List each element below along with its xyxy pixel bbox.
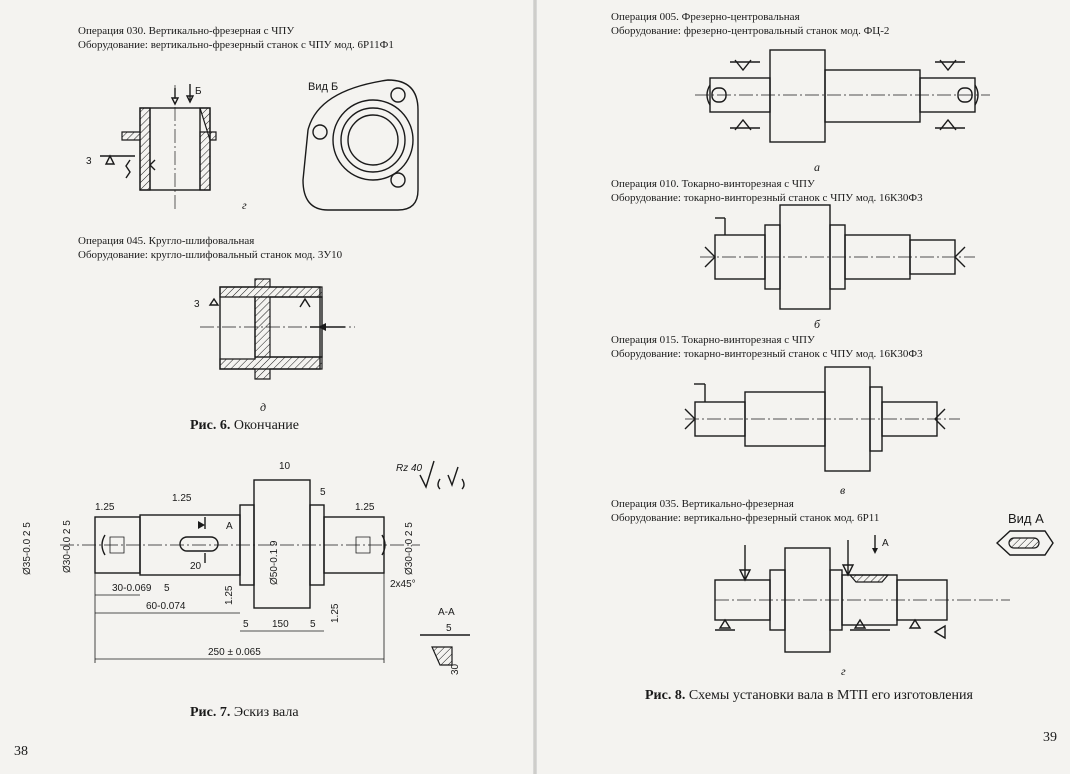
operation-035-equipment: Оборудование: вертикально-фрезерный стан… (611, 512, 880, 524)
operation-010: Операция 010. Токарно-винторезная с ЧПУ … (611, 177, 923, 205)
operation-045: Операция 045. Кругло-шлифовальная Оборуд… (78, 234, 342, 262)
operation-015-equipment: Оборудование: токарно-винторезный станок… (611, 348, 923, 360)
figure-8-text: Схемы установки вала в МТП его изготовле… (685, 688, 973, 703)
operation-035-title: Операция 035. Вертикально-фрезерная (611, 498, 794, 510)
operation-045-title: Операция 045. Кругло-шлифовальная (78, 235, 255, 247)
figure-a-centering-setup (695, 49, 990, 143)
operation-005: Операция 005. Фрезерно-центровальная Обо… (611, 10, 889, 38)
clamp-3-label-d: 3 (194, 299, 200, 310)
figure-7-caption: Рис. 7. Эскиз вала (190, 705, 299, 721)
dim-rough-2: 1.25 (172, 493, 192, 504)
arrow-a-label: А (226, 521, 233, 532)
dim-5-top: 5 (320, 487, 326, 498)
operation-010-equipment: Оборудование: токарно-винторезный станок… (611, 192, 923, 204)
page-gutter (533, 0, 537, 774)
figure-v-label: в (840, 483, 846, 497)
figure-8-caption: Рис. 8. Схемы установки вала в МТП его и… (645, 688, 973, 704)
figure-d-label: д (260, 400, 267, 414)
roughness-mark: Rz 40 (396, 463, 423, 474)
section-dim-30: 30 (450, 663, 461, 675)
arrow-a-right-label: А (882, 538, 889, 549)
figure-g-milling-setup: Б 3 (86, 84, 217, 210)
figure-b-turning-setup (700, 204, 975, 310)
operation-010-title: Операция 010. Токарно-винторезная с ЧПУ (611, 178, 815, 190)
figure-g-milling-keyway: А (714, 535, 1010, 653)
operation-030: Операция 030. Вертикально-фрезерная с ЧП… (78, 24, 394, 52)
left-page: Операция 030. Вертикально-фрезерная с ЧП… (14, 24, 470, 759)
figure-v-turning-setup (684, 366, 960, 472)
dim-20: 20 (190, 561, 202, 572)
dim-d35: Ø35-0.0 2 5 (22, 522, 33, 575)
dim-5-c: 5 (310, 619, 316, 630)
operation-035: Операция 035. Вертикально-фрезерная Обор… (611, 497, 879, 525)
view-b-flange (302, 79, 419, 211)
dim-30: 30-0.069 (112, 583, 152, 594)
operation-030-equipment: Оборудование: вертикально-фрезерный стан… (78, 39, 394, 51)
dim-d30-left: Ø30-0.0 2 5 (62, 520, 73, 573)
figure-8-number: Рис. 8. (645, 688, 686, 703)
dim-d50: Ø50-0.1 9 (269, 540, 280, 585)
dim-60: 60-0.074 (146, 601, 186, 612)
figure-7-shaft-sketch: А Ø35-0.0 2 5 Ø30-0.0 2 5 Ø30-0.0 2 5 Ø5… (22, 460, 470, 675)
right-page: Операция 005. Фрезерно-центровальная Обо… (535, 0, 1070, 774)
figure-a-label: а (814, 160, 820, 174)
dim-5-b: 5 (243, 619, 249, 630)
view-a-label: Вид А (1008, 511, 1044, 526)
operation-015: Операция 015. Токарно-винторезная с ЧПУ … (611, 333, 923, 361)
operation-005-title: Операция 005. Фрезерно-центровальная (611, 11, 800, 23)
figure-6-text: Окончание (230, 418, 299, 433)
figure-d-grinding-setup: 3 (194, 278, 355, 380)
dim-rough-4: 1.25 (224, 585, 235, 605)
figure-6-caption: Рис. 6. Окончание (190, 418, 299, 434)
figure-6-number: Рис. 6. (190, 418, 231, 433)
arrow-b-label: Б (195, 86, 202, 97)
section-aa-label: А-А (438, 607, 455, 618)
dim-rough-5: 1.25 (330, 603, 341, 623)
dim-chamfer: 2x45° (390, 579, 416, 590)
dim-150: 150 (272, 619, 289, 630)
figure-7-number: Рис. 7. (190, 705, 231, 720)
dim-rough-1: 1.25 (95, 502, 115, 513)
view-a-keyway (995, 530, 1054, 556)
dim-rough-3: 1.25 (355, 502, 375, 513)
dim-10: 10 (279, 461, 291, 472)
view-b-label: Вид Б (308, 81, 339, 93)
operation-045-equipment: Оборудование: кругло-шлифовальный станок… (78, 249, 343, 261)
dim-5-a: 5 (164, 583, 170, 594)
page-number-left: 38 (14, 744, 28, 759)
figure-b-label: б (814, 317, 821, 331)
operation-015-title: Операция 015. Токарно-винторезная с ЧПУ (611, 334, 815, 346)
figure-g-right-label: г (841, 664, 846, 678)
operation-005-equipment: Оборудование: фрезерно-центровальный ста… (611, 25, 890, 37)
figure-7-text: Эскиз вала (230, 705, 299, 720)
clamp-3-label: 3 (86, 156, 92, 167)
dim-d30-right: Ø30-0.0 2 5 (404, 522, 415, 575)
dim-250: 250 ± 0.065 (208, 647, 261, 658)
operation-030-title: Операция 030. Вертикально-фрезерная с ЧП… (78, 25, 295, 37)
figure-g-label: г (242, 198, 247, 212)
section-dim-5: 5 (446, 623, 452, 634)
page-number-right: 39 (1043, 730, 1057, 745)
